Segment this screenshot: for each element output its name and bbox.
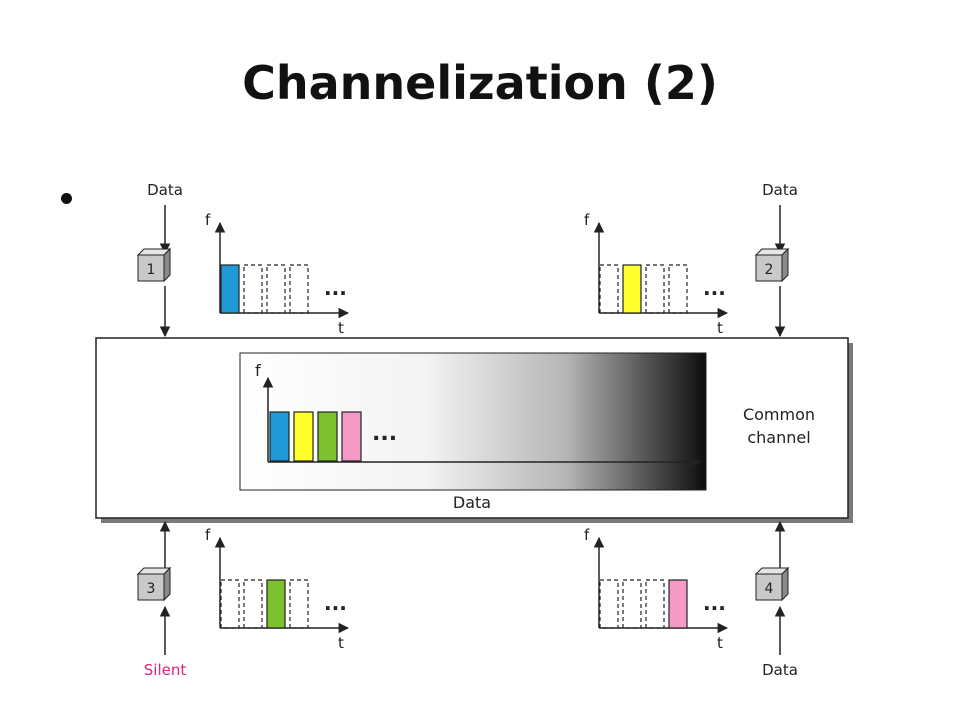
- station-t-label: t: [338, 634, 344, 652]
- station-slot-empty: [599, 579, 619, 629]
- station-slot-empty: [622, 579, 642, 629]
- station-slot-filled: [622, 264, 642, 314]
- station-1: 1 Data f t...: [136, 181, 350, 338]
- station-t-label: t: [717, 319, 723, 337]
- station-slot-filled: [668, 579, 688, 629]
- station-box-side: [781, 566, 789, 602]
- station-slot-empty: [243, 579, 263, 629]
- station-input-label: Data: [762, 181, 798, 199]
- station-2: 2 Data f t...: [584, 181, 798, 338]
- station-slot-empty: [266, 264, 286, 314]
- channel-ellipsis: ...: [372, 421, 397, 446]
- station-ellipsis: ...: [324, 276, 347, 300]
- bullet-dot: [61, 193, 72, 204]
- station-box-side: [781, 247, 789, 283]
- station-t-label: t: [717, 634, 723, 652]
- station-number: 2: [765, 262, 774, 278]
- station-slot-filled: [266, 579, 286, 629]
- station-input-label: Data: [762, 661, 798, 679]
- station-box-side: [163, 247, 171, 283]
- station-t-label: t: [338, 319, 344, 337]
- station-slot-empty: [220, 579, 240, 629]
- common-channel-label-line2: channel: [747, 428, 810, 447]
- station-number: 4: [765, 581, 774, 597]
- station-slot-empty: [289, 264, 309, 314]
- station-f-label: f: [205, 526, 211, 544]
- station-slot-filled: [220, 264, 240, 314]
- station-f-label: f: [205, 211, 211, 229]
- channel-slot-1: [269, 411, 290, 462]
- channel-f-label: f: [255, 361, 261, 380]
- station-number: 1: [147, 262, 156, 278]
- station-slot-empty: [668, 264, 688, 314]
- channel-t-label: t: [686, 466, 692, 485]
- channel-slot-3: [317, 411, 338, 462]
- station-slot-empty: [243, 264, 263, 314]
- station-box-front: [137, 254, 165, 282]
- station-number: 3: [147, 581, 156, 597]
- station-ellipsis: ...: [703, 276, 726, 300]
- station-slot-empty: [645, 579, 665, 629]
- station-f-label: f: [584, 526, 590, 544]
- station-box-front: [755, 254, 783, 282]
- channel-axes: [262, 376, 702, 468]
- station-slot-empty: [289, 579, 309, 629]
- station-input-label: Silent: [144, 661, 187, 679]
- channel-data-label: Data: [453, 493, 491, 512]
- station-f-label: f: [584, 211, 590, 229]
- station-box-front: [137, 573, 165, 601]
- station-slot-empty: [645, 264, 665, 314]
- stations-layer: 1Dataft...2Dataft...3Silentft...4Dataft.…: [136, 181, 798, 679]
- station-box-front: [755, 573, 783, 601]
- channel-slot-2: [293, 411, 314, 462]
- station-ellipsis: ...: [324, 591, 347, 615]
- common-channel-label-line1: Common: [743, 405, 815, 424]
- channel-slot-4: [341, 411, 362, 462]
- station-box-side: [163, 566, 171, 602]
- channel-slots: [269, 411, 362, 462]
- station-slot-empty: [599, 264, 619, 314]
- station-ellipsis: ...: [703, 591, 726, 615]
- station-input-label: Data: [147, 181, 183, 199]
- slide-title: Channelization (2): [242, 56, 718, 110]
